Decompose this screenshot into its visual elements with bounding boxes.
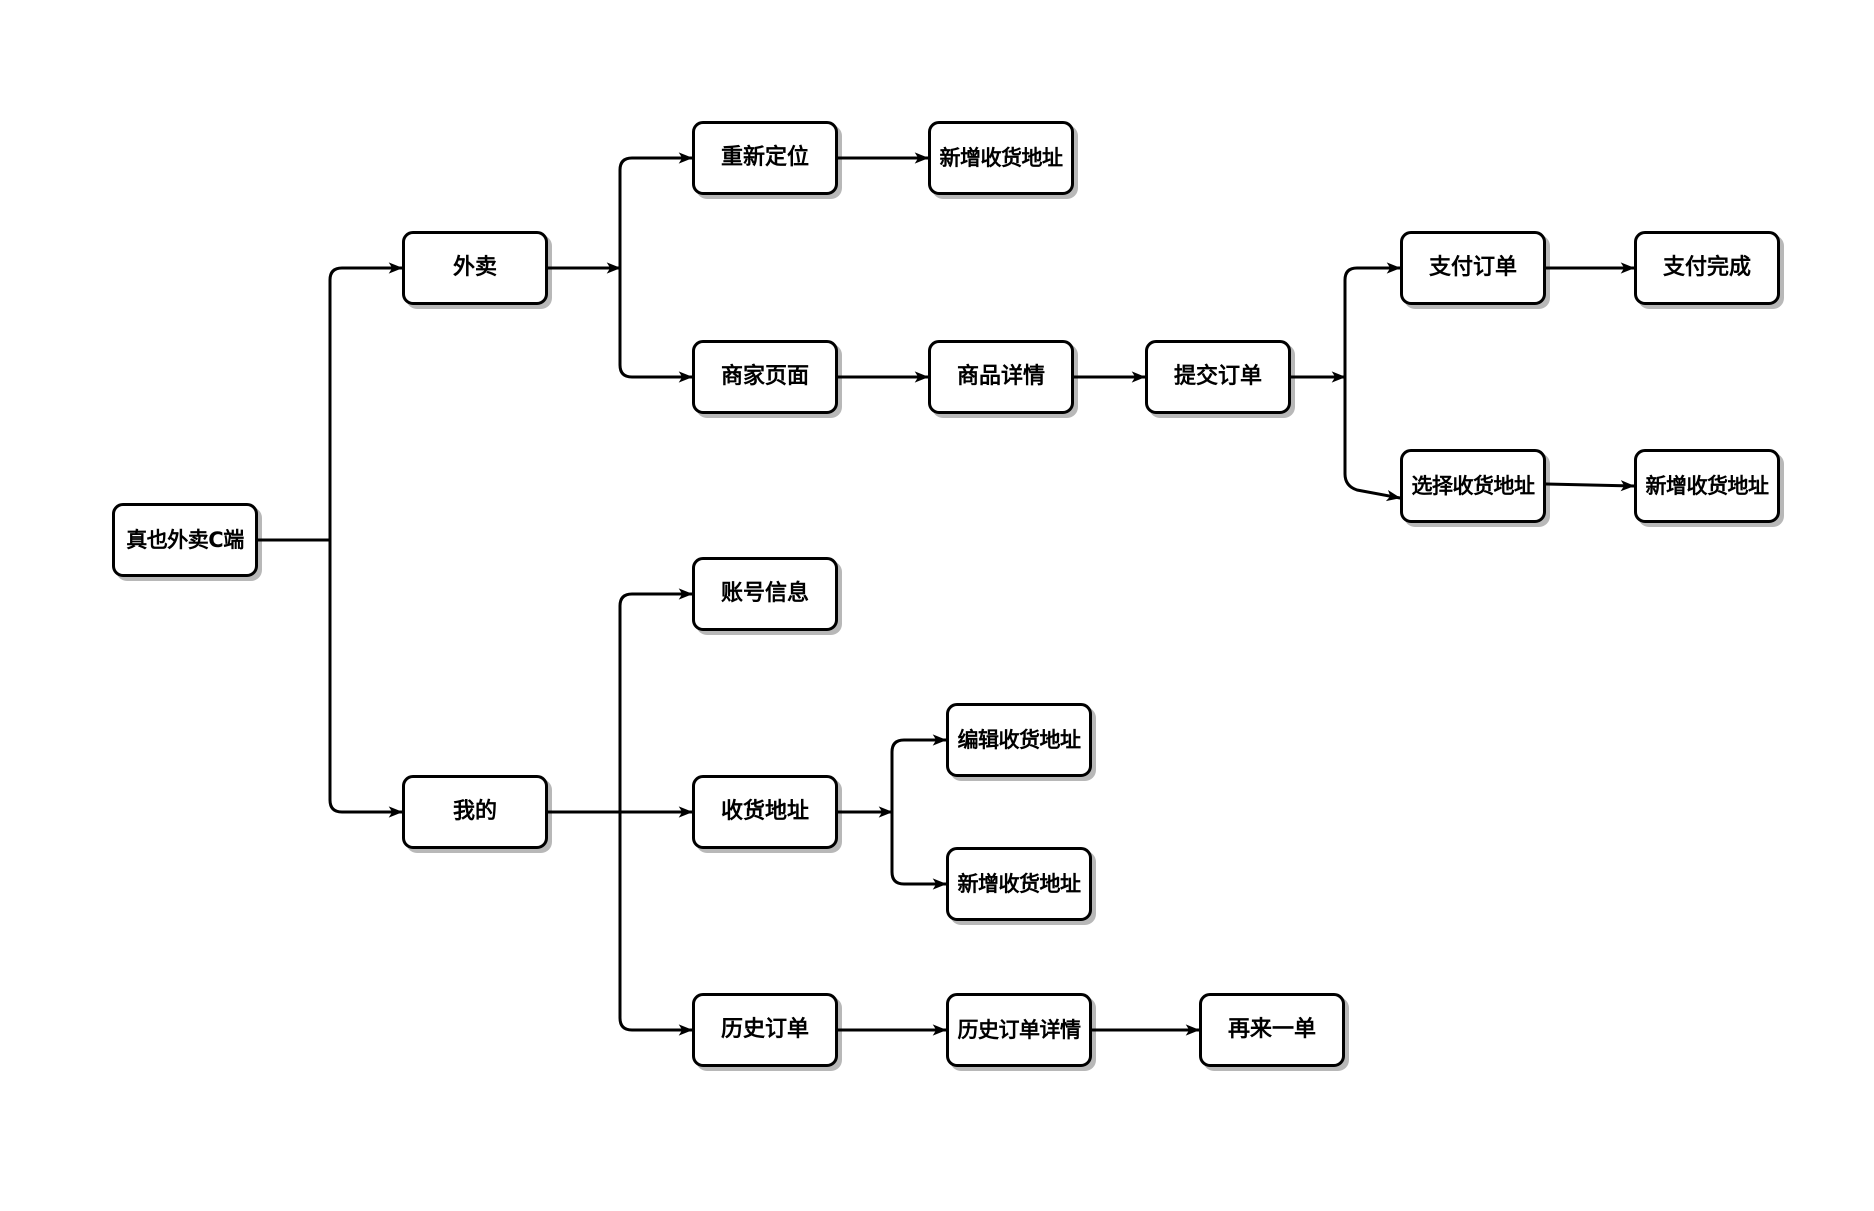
edge-submit-select: [1343, 375, 1402, 502]
edge-takeout-relocate: [618, 152, 694, 270]
node-submit-order: 提交订单: [1145, 340, 1291, 414]
node-add-address-2: 新增收货地址: [1634, 449, 1780, 523]
edge-select-add: [1544, 480, 1636, 492]
edge-delivery-edit: [890, 734, 948, 814]
node-select-address: 选择收货地址: [1400, 449, 1546, 523]
node-pay-order: 支付订单: [1400, 231, 1546, 305]
node-delivery-address: 收货地址: [692, 775, 838, 849]
edge-root-mine: [328, 538, 404, 818]
node-order-history: 历史订单: [692, 993, 838, 1067]
node-product-detail: 商品详情: [928, 340, 1074, 414]
node-edit-address: 编辑收货地址: [946, 703, 1092, 777]
edge-root-takeout: [256, 262, 404, 542]
node-mine: 我的: [402, 775, 548, 849]
node-root: 真也外卖C端: [112, 503, 258, 577]
edge-mine-history: [618, 810, 694, 1036]
node-merchant-page: 商家页面: [692, 340, 838, 414]
edge-mine-account: [618, 588, 694, 814]
node-add-address-1: 新增收货地址: [928, 121, 1074, 195]
edge-takeout-merchant: [618, 266, 694, 383]
edge-delivery-add: [890, 810, 948, 890]
node-account-info: 账号信息: [692, 557, 838, 631]
node-relocate: 重新定位: [692, 121, 838, 195]
node-add-address-3: 新增收货地址: [946, 847, 1092, 921]
node-pay-done: 支付完成: [1634, 231, 1780, 305]
edge-submit-pay: [1343, 262, 1402, 379]
node-order-history-detail: 历史订单详情: [946, 993, 1092, 1067]
node-reorder: 再来一单: [1199, 993, 1345, 1067]
node-takeout: 外卖: [402, 231, 548, 305]
